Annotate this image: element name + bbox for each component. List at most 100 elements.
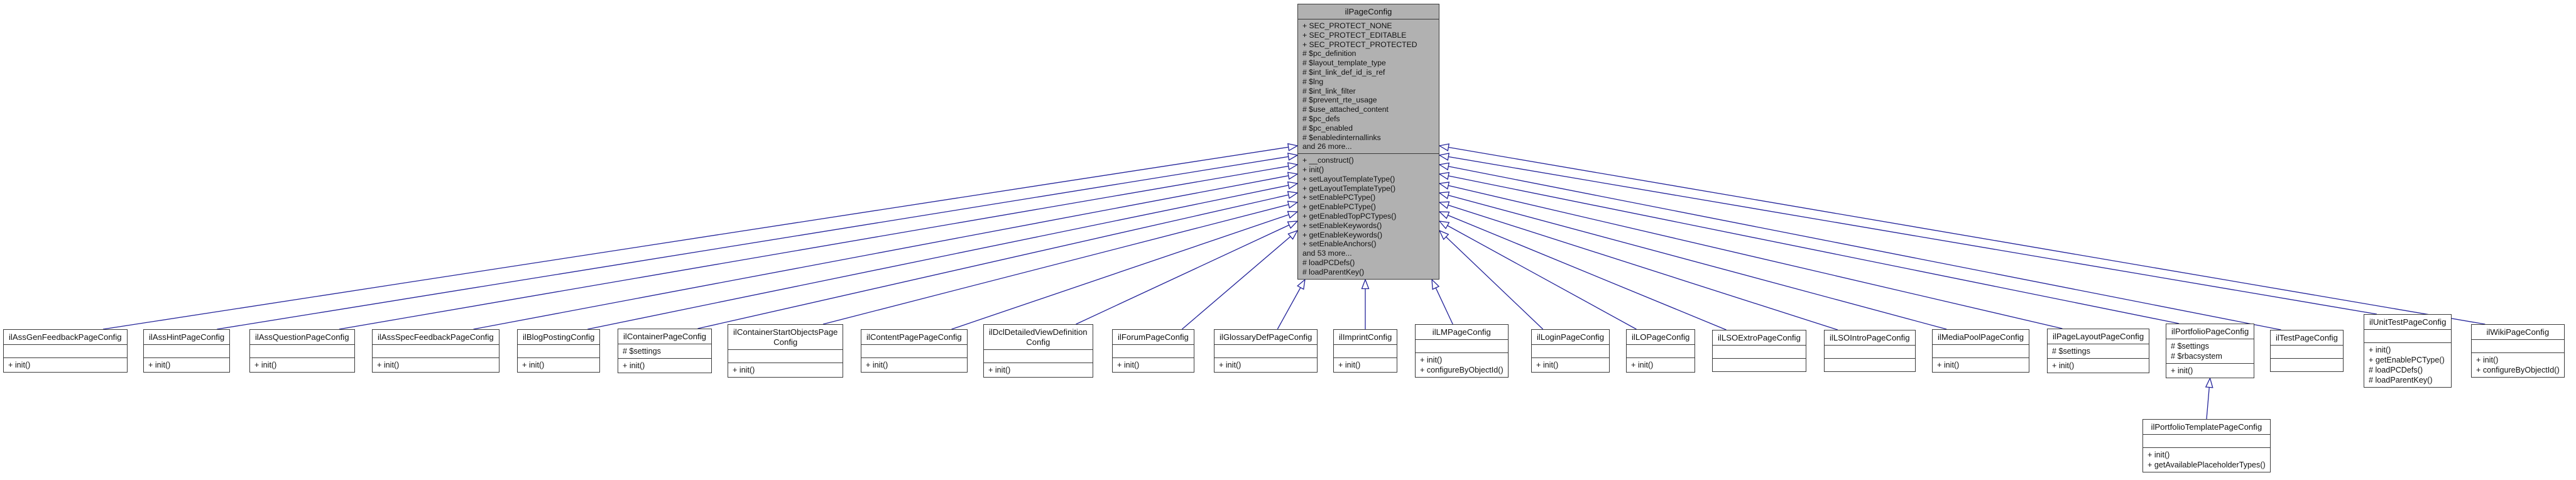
class-name: ilContentPagePageConfig (866, 332, 962, 342)
member-label: + init() (1117, 361, 1140, 369)
member-label: + init() (988, 366, 1011, 374)
member-label: + init() (1937, 361, 1960, 369)
class-node-ilLOPageConfig[interactable]: ilLOPageConfig + init() (1626, 329, 1696, 373)
class-node-ilPortfolioTemplatePageConfig[interactable]: ilPortfolioTemplatePageConfig + init()+ … (2142, 419, 2271, 472)
class-node-ilContentPagePageConfig[interactable]: ilContentPagePageConfig + init() (861, 329, 968, 373)
class-node-ilPageLayoutPageConfig[interactable]: ilPageLayoutPageConfig # $settings + ini… (2047, 329, 2150, 373)
class-node-ilImprintConfig[interactable]: ilImprintConfig + init() (1333, 329, 1398, 373)
member-label: # loadPCDefs() (2369, 366, 2423, 374)
member-label: + init() (377, 361, 400, 369)
class-attributes-section (1416, 339, 1508, 352)
inheritance-edge (1438, 211, 1727, 330)
class-node-ilContainerPageConfig[interactable]: ilContainerPageConfig # $settings + init… (618, 329, 712, 373)
class-name: ilUnitTestPageConfig (2369, 317, 2447, 327)
member-label: # $rbacsystem (2171, 352, 2222, 361)
member-label: # $settings (623, 347, 661, 356)
member-label: + init() (254, 361, 277, 369)
inheritance-edge (1438, 201, 1838, 330)
class-name: ilAssHintPageConfig (149, 332, 225, 342)
member-label: + init() (2369, 346, 2391, 354)
class-attributes-section (2143, 434, 2270, 447)
class-methods-section: + init()+ getAvailablePlaceholderTypes() (2143, 447, 2270, 472)
member-label: + init() (522, 361, 545, 369)
member-label: # $pc_enabled (1302, 123, 1353, 133)
class-node-ilLSOExtroPageConfig[interactable]: ilLSOExtroPageConfig (1712, 330, 1806, 372)
member-label: # $use_attached_content (1302, 105, 1389, 114)
inheritance-edge (217, 153, 1299, 330)
inheritance-edge (1076, 221, 1299, 325)
class-attributes-section (1334, 344, 1397, 357)
member-label: + init() (1536, 361, 1559, 369)
class-node-ilLoginPageConfig[interactable]: ilLoginPageConfig + init() (1531, 329, 1610, 373)
class-attributes-section (518, 344, 600, 357)
inheritance-edge (102, 143, 1299, 330)
class-attributes-section: # $settings (2048, 344, 2149, 358)
inheritance-edge (1438, 143, 2486, 325)
class-name: ilBlogPostingConfig (523, 332, 595, 342)
inheritance-edge (1181, 229, 1299, 330)
class-attributes-section (373, 344, 499, 357)
class-name: ilContainerStartObjectsPage Config (733, 327, 838, 347)
class-node-ilForumPageConfig[interactable]: ilForumPageConfig + init() (1112, 329, 1194, 373)
member-label: + init() (2476, 356, 2499, 364)
class-node-ilPortfolioPageConfig[interactable]: ilPortfolioPageConfig # $settings# $rbac… (2166, 324, 2255, 378)
class-methods-section: + init() (1334, 357, 1397, 372)
class-name: ilLOPageConfig (1632, 332, 1690, 342)
member-label: + init() (1219, 361, 1242, 369)
class-node-ilUnitTestPageConfig[interactable]: ilUnitTestPageConfig + init() + getEnable… (2364, 314, 2452, 388)
member-label: # $layout_template_type (1302, 58, 1386, 68)
class-node-ilContainerStartObjectsPageConfig[interactable]: ilContainerStartObjectsPage Config + ini… (728, 324, 844, 378)
member-label: # loadPCDefs() (1302, 258, 1355, 267)
member-label: + configureByObjectId() (1420, 366, 1504, 374)
class-name: ilLSOExtroPageConfig (1718, 333, 1801, 342)
class-methods-section: + init() (144, 357, 230, 372)
class-node-ilWikiPageConfig[interactable]: ilWikiPageConfig + init()+ configureByOb… (2471, 324, 2565, 378)
class-node-ilPageConfig[interactable]: ilPageConfig + SEC_PROTECT_NONE+ SEC_PRO… (1297, 4, 1439, 280)
inheritance-edge (339, 162, 1299, 330)
member-label: + init() (866, 361, 888, 369)
class-attributes-section (2271, 345, 2343, 358)
member-label: # $prevent_rte_usage (1302, 95, 1377, 105)
class-name: ilPageLayoutPageConfig (2053, 332, 2144, 341)
class-node-ilAssQuestionPageConfig[interactable]: ilAssQuestionPageConfig + init() (249, 329, 355, 373)
class-attributes-section (984, 349, 1093, 363)
class-node-ilMediaPoolPageConfig[interactable]: ilMediaPoolPageConfig + init() (1932, 329, 2030, 373)
class-attributes-section (861, 344, 967, 357)
class-attributes-section (2364, 329, 2452, 342)
member-label: + getAvailablePlaceholderTypes() (2148, 461, 2266, 469)
class-attributes-section (1113, 344, 1194, 357)
member-label: + getEnablePCType() (2369, 356, 2445, 364)
class-node-ilAssSpecFeedbackPageConfig[interactable]: ilAssSpecFeedbackPageConfig + init() (372, 329, 499, 373)
inheritance-edge (1438, 191, 1947, 330)
class-attributes-section (250, 344, 354, 357)
member-label: + init() (8, 361, 31, 369)
class-methods-section: + init()+ configureByObjectId() (1416, 352, 1508, 377)
member-label: # $settings (2052, 347, 2090, 356)
class-node-ilLSOIntroPageConfig[interactable]: ilLSOIntroPageConfig (1824, 330, 1916, 372)
inheritance-edge (473, 172, 1299, 330)
member-label: + init() (733, 366, 755, 374)
class-node-ilTestPageConfig[interactable]: ilTestPageConfig (2270, 330, 2344, 372)
class-node-ilLMPageConfig[interactable]: ilLMPageConfig + init()+ configureByObje… (1415, 324, 1509, 378)
member-label: + configureByObjectId() (2476, 366, 2560, 374)
class-methods-section: + init() (518, 357, 600, 372)
class-name: ilLSOIntroPageConfig (1830, 333, 1910, 342)
class-name: ilPageConfig (1345, 7, 1392, 16)
class-methods-section: + init() (1532, 357, 1610, 372)
inheritance-edge (1438, 172, 2180, 324)
inheritance-edge (1277, 278, 1306, 330)
member-label: + init() (2052, 361, 2075, 370)
class-attributes-section (1933, 344, 2029, 357)
class-methods-section: + init() (1627, 357, 1695, 372)
class-attributes-section (1627, 344, 1695, 357)
class-node-ilGlossaryDefPageConfig[interactable]: ilGlossaryDefPageConfig + init() (1214, 329, 1318, 373)
member-label: + init() (1631, 361, 1654, 369)
class-node-ilAssGenFeedbackPageConfig[interactable]: ilAssGenFeedbackPageConfig + init() (3, 329, 128, 373)
class-node-ilDclDetailedViewDefinitionConfig[interactable]: ilDclDetailedViewDefinition Config + ini… (983, 324, 1093, 378)
member-label: # $lng (1302, 77, 1324, 86)
class-attributes-section (1214, 344, 1318, 357)
member-label: # $pc_defs (1302, 114, 1340, 123)
class-node-ilAssHintPageConfig[interactable]: ilAssHintPageConfig + init() (143, 329, 231, 373)
class-node-ilBlogPostingConfig[interactable]: ilBlogPostingConfig + init() (517, 329, 601, 373)
